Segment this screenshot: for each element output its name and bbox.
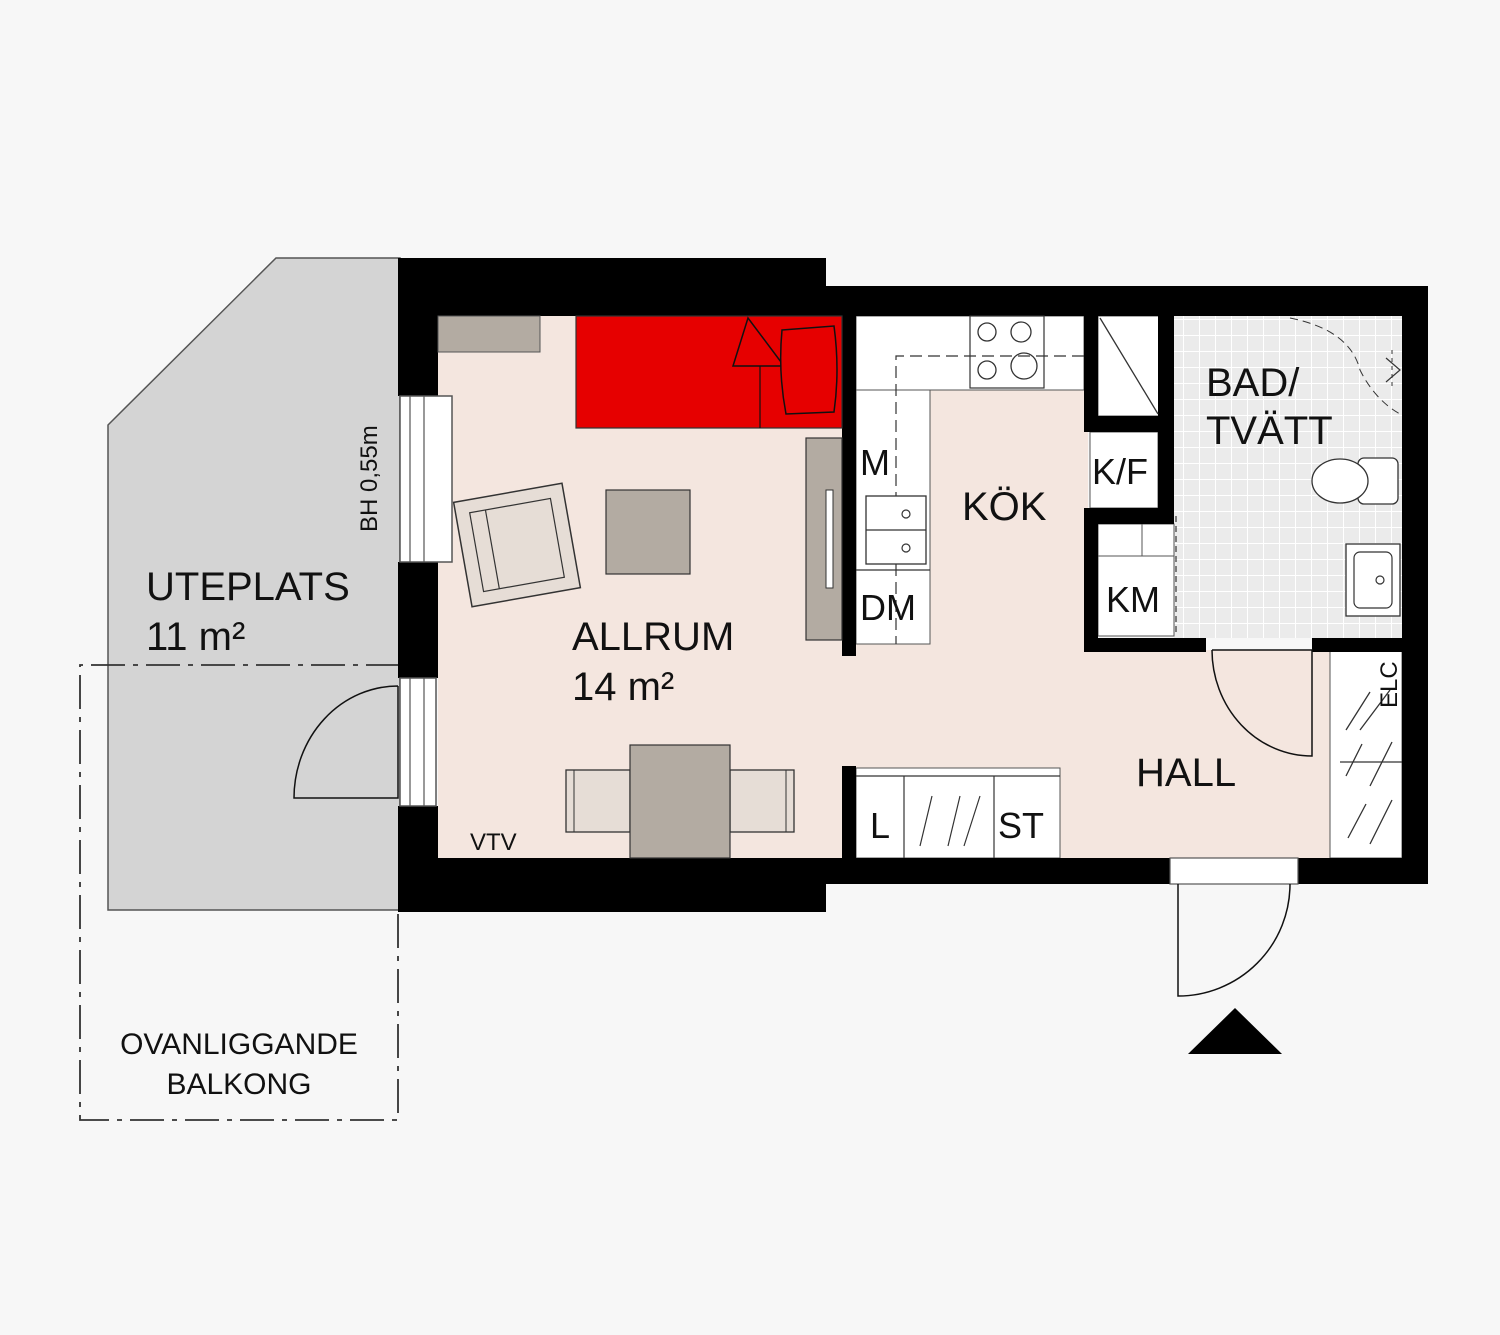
shelf	[437, 315, 541, 353]
fixture-m: M	[860, 442, 890, 483]
overhanging-balcony-outline	[79, 664, 400, 1121]
kf-floor	[1089, 431, 1159, 509]
toilet	[1311, 457, 1399, 505]
balkong-label-line2: BALKONG	[166, 1068, 311, 1101]
bathroom-door-swing	[1211, 649, 1313, 757]
kok-label: KÖK	[962, 485, 1047, 529]
fixture-l: L	[870, 805, 890, 846]
kitchen-sink	[865, 495, 927, 565]
uteplats-label: UTEPLATS	[146, 565, 350, 609]
window-door-terrace	[399, 677, 437, 807]
fixture-vtv: VTV	[470, 829, 517, 856]
wardrobe	[1340, 689, 1402, 845]
storage-cabinet	[856, 775, 1060, 858]
uteplats-area: 11 m²	[146, 615, 245, 659]
coffee-table	[605, 489, 691, 575]
allrum-area: 14 m²	[572, 665, 674, 709]
storage-floor	[855, 767, 1061, 859]
dining-set	[565, 744, 795, 859]
tv-unit	[805, 437, 843, 641]
entrance-door-swing	[1177, 883, 1291, 997]
walls	[398, 258, 1428, 912]
bed	[575, 315, 843, 429]
stove-top	[969, 315, 1045, 389]
closet-diagonal	[1099, 317, 1159, 415]
fixture-elc: ELC	[1376, 661, 1403, 708]
fixture-st: ST	[998, 805, 1044, 846]
armchair	[452, 482, 582, 608]
entrance-door-frame	[1169, 857, 1299, 885]
km-detail	[1098, 524, 1174, 557]
window-allrum	[399, 395, 453, 563]
allrum-label: ALLRUM	[572, 615, 734, 659]
bad-label-line2: TVÄTT	[1206, 409, 1333, 453]
terrace-door-swing	[293, 685, 399, 799]
fixture-kf: K/F	[1092, 451, 1148, 492]
entrance-arrow	[1188, 1008, 1282, 1054]
bathroom-sink	[1345, 543, 1401, 617]
fixture-dm: DM	[860, 587, 916, 628]
wardrobe-floor	[1329, 649, 1403, 859]
hall-label: HALL	[1136, 751, 1236, 795]
balkong-label-line1: OVANLIGGANDE	[120, 1028, 358, 1061]
shower-area	[1289, 317, 1401, 415]
fixture-km: KM	[1106, 579, 1160, 620]
bad-label-line1: BAD/	[1206, 361, 1300, 405]
bh-note: BH 0,55m	[356, 425, 383, 532]
